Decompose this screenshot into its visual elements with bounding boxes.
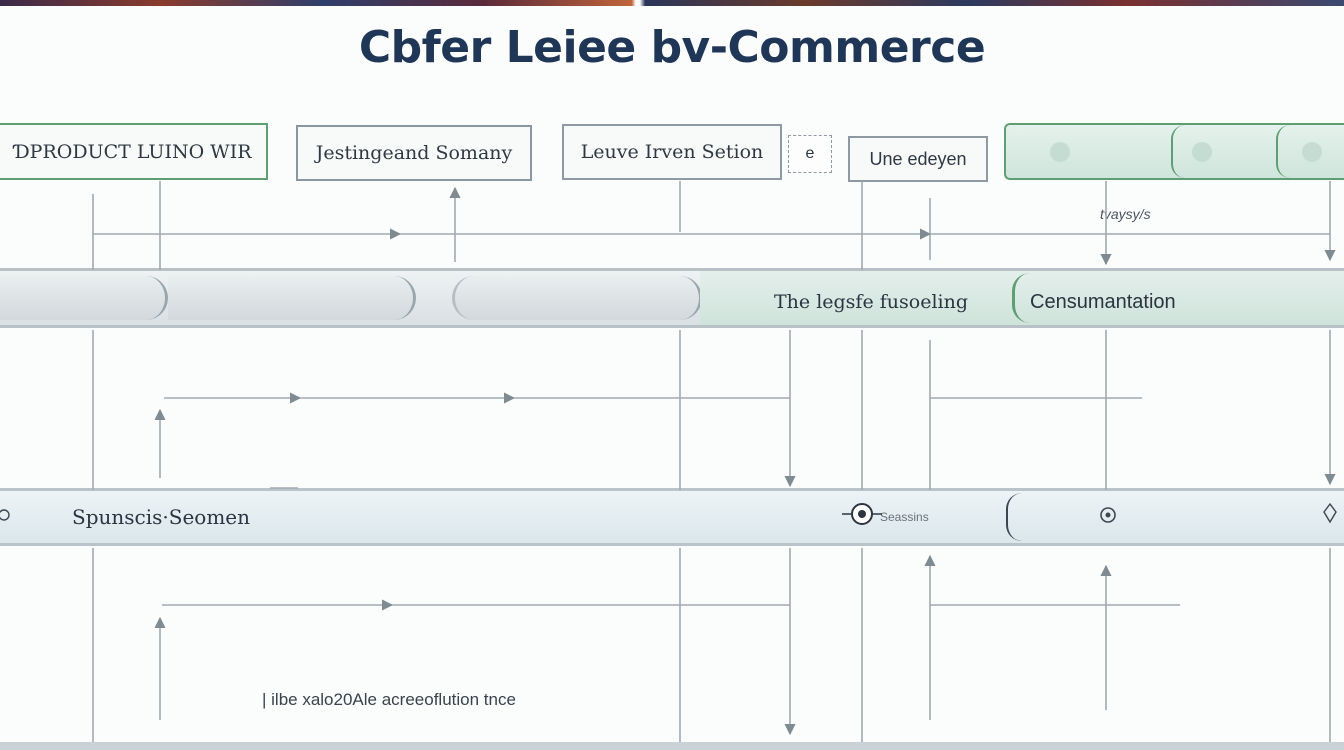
bug-icon bbox=[1050, 142, 1070, 162]
upper-swimlane: The legsfe fusoeling Censumantation bbox=[0, 268, 1344, 328]
middle-swimlane: Spunscis·Seomen Seassins bbox=[0, 488, 1344, 546]
bottom-swimlane bbox=[0, 742, 1344, 750]
edeyen-box-label: Une edeyen bbox=[869, 148, 967, 169]
diagram-title: Cbfer Leiee bv-Commerce bbox=[358, 22, 986, 73]
footer-caption: | ilbe xalo20Ale acreeoflution tnce bbox=[262, 690, 516, 709]
upper-lane-divider bbox=[1012, 273, 1030, 323]
small-node-box[interactable]: e bbox=[788, 135, 832, 173]
tab-divider bbox=[1171, 125, 1185, 178]
product-box-label: ƊPRODUCT LUINO WIR bbox=[14, 140, 252, 163]
upper-band-label: The legsfe fusoeling bbox=[774, 291, 968, 313]
gear-icon bbox=[1302, 142, 1322, 162]
pin-icon bbox=[0, 509, 10, 521]
arrow-note: tvaysy/s bbox=[1100, 206, 1151, 222]
middle-center-label: Seassins bbox=[880, 510, 929, 524]
upper-lane-segment bbox=[0, 276, 168, 320]
green-tab-group[interactable] bbox=[1004, 123, 1344, 180]
summary-box-label: Jestingeand Somany bbox=[315, 142, 513, 164]
middle-lane-divider bbox=[1006, 493, 1022, 541]
leave-section-box[interactable]: Leuve Irven Setion bbox=[562, 124, 782, 180]
top-decorative-strip bbox=[0, 0, 1344, 6]
small-node-label: e bbox=[805, 145, 815, 162]
node-icon bbox=[842, 503, 882, 525]
upper-lane-segment bbox=[168, 276, 416, 320]
upper-band-right-label: Censumantation bbox=[1030, 291, 1176, 313]
leave-section-label: Leuve Irven Setion bbox=[580, 141, 764, 163]
leaf-icon bbox=[1192, 142, 1212, 162]
product-box[interactable]: ƊPRODUCT LUINO WIR bbox=[0, 123, 268, 180]
middle-band-label: Spunscis·Seomen bbox=[72, 505, 251, 529]
pin-icon bbox=[1100, 507, 1116, 523]
pin-icon bbox=[1323, 502, 1337, 524]
summary-box[interactable]: Jestingeand Somany bbox=[296, 125, 532, 181]
edeyen-box[interactable]: Une edeyen bbox=[848, 136, 988, 182]
tab-divider bbox=[1276, 125, 1290, 178]
